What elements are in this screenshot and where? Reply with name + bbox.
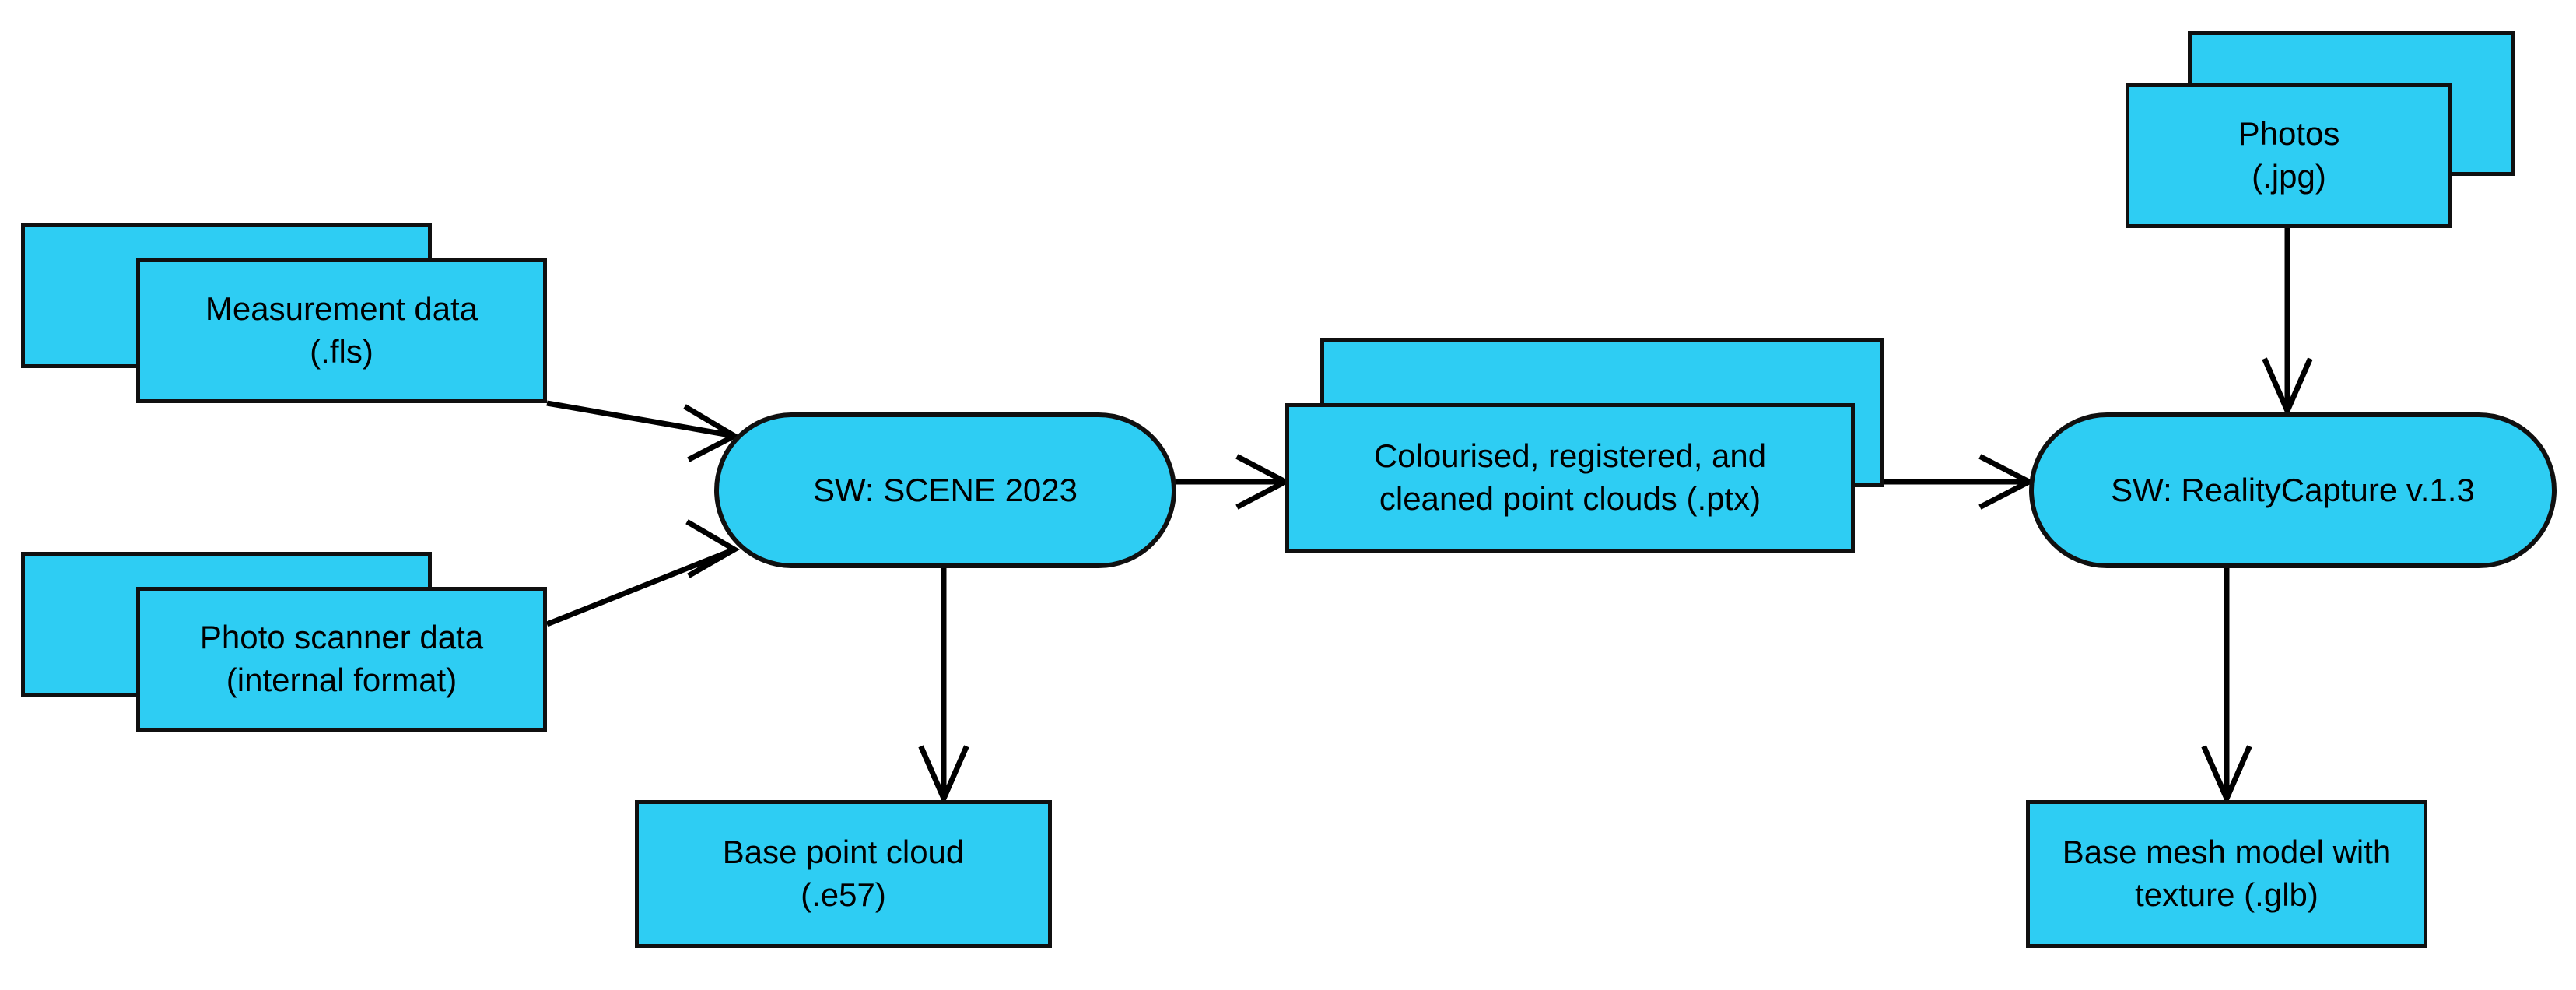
colourised-point-clouds-stack-front bbox=[1285, 403, 1855, 553]
measurement-data-stack-front bbox=[136, 258, 547, 403]
edge-photoscanner-to-scene bbox=[545, 519, 740, 627]
edge-photos-to-realitycapture bbox=[2262, 228, 2313, 418]
base-mesh-model-shape bbox=[2026, 800, 2427, 948]
photos-stack-front bbox=[2126, 83, 2452, 228]
photo-scanner-data-stack-front bbox=[136, 587, 547, 732]
sw-realitycapture-shape bbox=[2029, 412, 2557, 568]
edge-scene-to-pointclouds bbox=[1176, 454, 1292, 510]
edge-scene-to-basepointcloud bbox=[918, 568, 969, 806]
base-point-cloud-shape bbox=[635, 800, 1052, 948]
edge-measurement-to-scene bbox=[546, 400, 741, 462]
sw-scene-shape bbox=[714, 412, 1176, 568]
edge-realitycapture-to-basemesh bbox=[2201, 568, 2252, 806]
